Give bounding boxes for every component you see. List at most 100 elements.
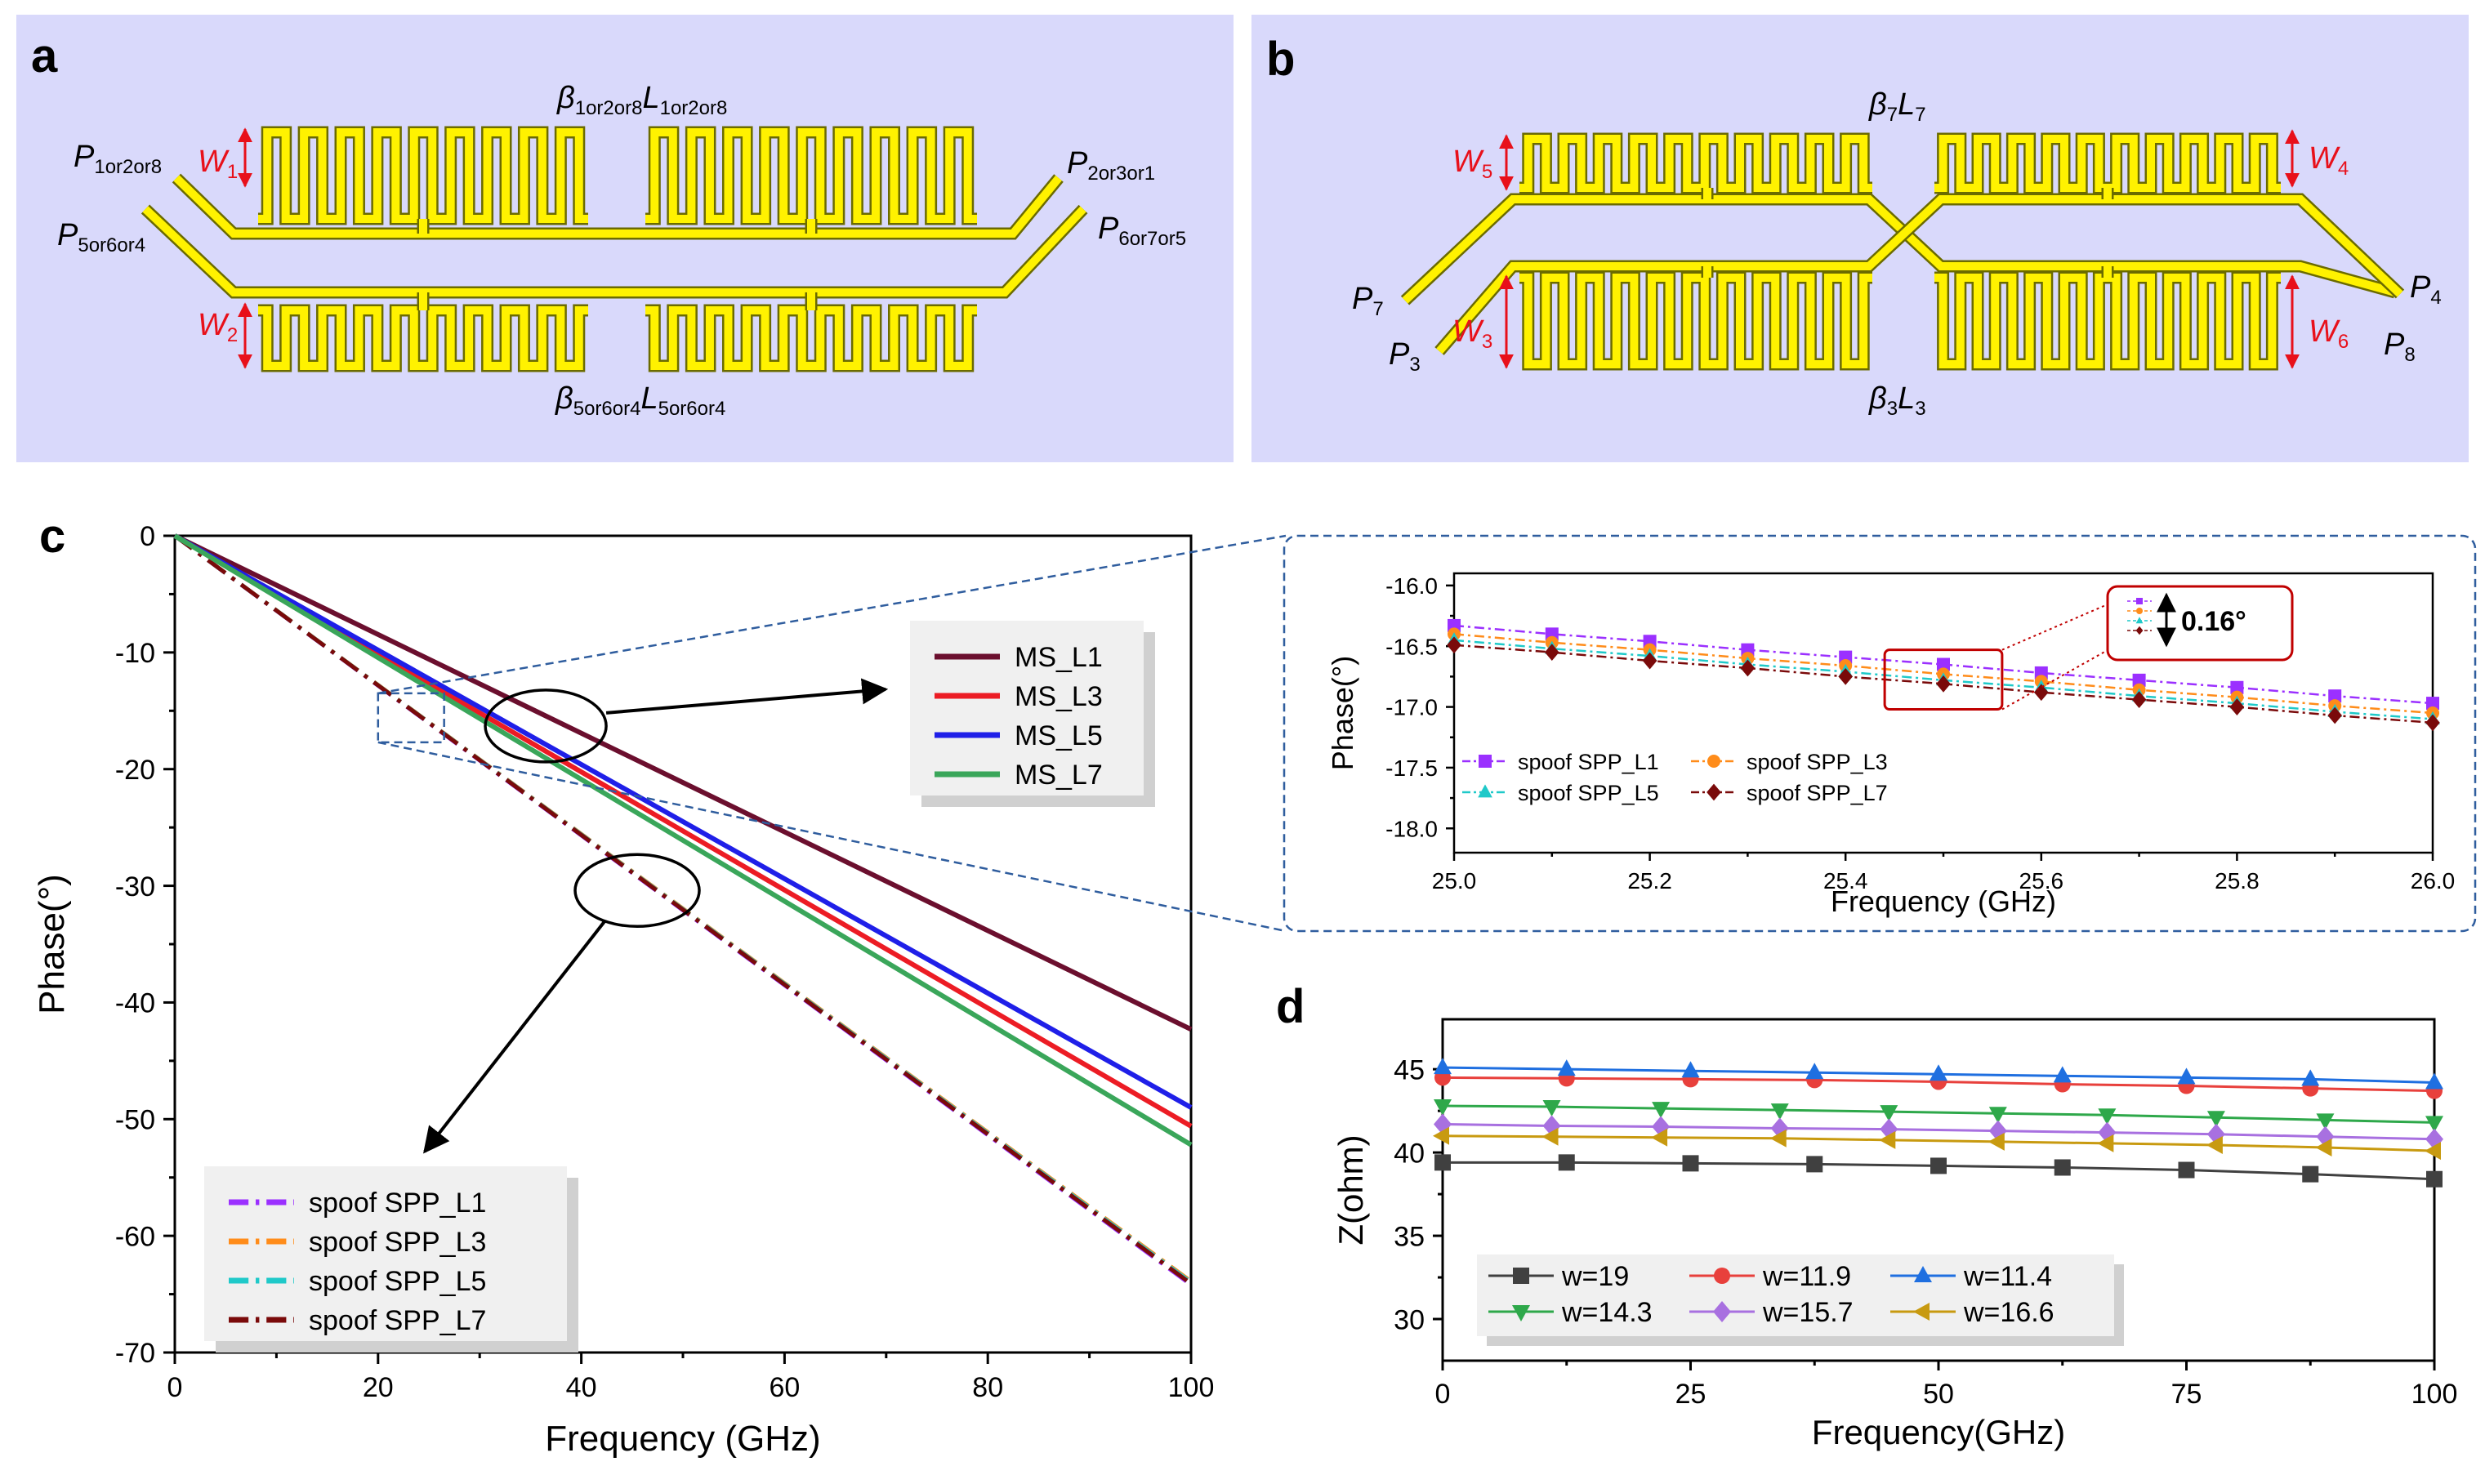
d-marker-w=11.4 xyxy=(1930,1064,1947,1081)
inset-marker-spoof-SPP_L7 xyxy=(2034,684,2049,702)
inset-marker-spoof-SPP_L1 xyxy=(1937,657,1950,671)
c-ytick-label: -20 xyxy=(115,755,155,786)
legend-box xyxy=(204,1166,567,1341)
c_inset-xtick-label: 25.0 xyxy=(1432,868,1477,894)
legend-box xyxy=(910,621,1144,795)
c-xtick-label: 40 xyxy=(566,1372,597,1403)
d-series-w=16.6 xyxy=(1442,1134,2435,1152)
c-ylabel: Phase(°) xyxy=(32,874,72,1014)
d-series-w=15.7 xyxy=(1442,1122,2435,1141)
c-xtick-label: 20 xyxy=(363,1372,394,1403)
c-xlabel: Frequency (GHz) xyxy=(545,1419,820,1459)
d-marker-w=11.4 xyxy=(2053,1066,2072,1083)
inset-legend-marker-spoof-SPP_L7 xyxy=(1706,783,1721,801)
panel-b-letter: b xyxy=(1266,33,1295,86)
d-marker-w=19 xyxy=(1806,1156,1823,1173)
d-marker-w=19 xyxy=(1930,1157,1947,1174)
c-ytick-label: -40 xyxy=(115,988,155,1019)
d-marker-w=19 xyxy=(1682,1155,1699,1172)
d-ylabel: Z(ohm) xyxy=(1332,1134,1370,1245)
d-legend-marker-w=11.4 xyxy=(1914,1266,1932,1282)
d-ytick-label: 45 xyxy=(1394,1054,1425,1085)
d-marker-w=16.6 xyxy=(1651,1128,1668,1147)
d-xtick-label: 50 xyxy=(1923,1379,1954,1410)
d-marker-w=11.4 xyxy=(2301,1069,2320,1086)
c_inset-ytick-label: -16.0 xyxy=(1385,573,1438,599)
panel-b-port-p8: P8 xyxy=(2384,328,2416,366)
d-marker-w=14.3 xyxy=(2316,1113,2335,1130)
d-marker-w=16.6 xyxy=(2425,1142,2441,1161)
panel-a-w2-label: W2 xyxy=(198,308,238,346)
series-MS_L1 xyxy=(173,533,1193,1032)
c-ytick-label: -60 xyxy=(115,1221,155,1252)
inset-legend-marker-spoof-SPP_L1 xyxy=(1479,755,1492,768)
panel-a-letter: a xyxy=(31,29,58,82)
d-marker-w=16.6 xyxy=(2097,1134,2114,1152)
d-marker-w=11.4 xyxy=(1805,1063,1824,1080)
callout-mini-marker xyxy=(2136,598,2143,604)
d-marker-w=16.6 xyxy=(1769,1129,1787,1148)
panel-a-bottom-line xyxy=(142,206,1086,296)
d-marker-w=11.4 xyxy=(1681,1061,1700,1078)
panel-b: b β7L7 β3L3 P7 P3 P4 P8 W5 W3 W4 W6 xyxy=(1251,15,2469,462)
ms-group-arrow xyxy=(605,678,889,715)
panel-a-port-top-right: P2or3or1 xyxy=(1067,146,1155,185)
panel-b-w3-label: W3 xyxy=(1452,314,1492,353)
callout-mini-marker xyxy=(2136,608,2143,614)
c-ytick-label: -30 xyxy=(115,871,155,902)
spp-group-ellipse xyxy=(573,853,701,929)
d-xtick-label: 0 xyxy=(1435,1379,1451,1410)
legend-label-spoof-SPP_L1: spoof SPP_L1 xyxy=(309,1188,486,1219)
series-MS_L7 xyxy=(173,533,1193,1148)
d-marker-w=11.4 xyxy=(1434,1058,1452,1075)
series-MS_L5 xyxy=(173,533,1193,1110)
d-ytick-label: 40 xyxy=(1394,1138,1425,1169)
panel-b-top-label: β7L7 xyxy=(1868,87,1926,126)
inset-marker-spoof-SPP_L7 xyxy=(1740,659,1756,677)
panel-a-layout xyxy=(141,126,1088,372)
c-ytick-label: 0 xyxy=(140,521,155,552)
panel-b-port-p7: P7 xyxy=(1352,282,1384,320)
panel-a: a β1or2or8L1or2or8 β5or6or4L5or6or4 P1or… xyxy=(16,15,1234,462)
c_inset-xtick-label: 26.0 xyxy=(2411,868,2456,894)
inset-marker-spoof-SPP_L7 xyxy=(1642,652,1657,670)
d-marker-w=16.6 xyxy=(2206,1135,2223,1154)
callout-annotation: 0.16° xyxy=(2181,606,2246,637)
legend-label-spoof-SPP_L3: spoof SPP_L3 xyxy=(309,1227,486,1258)
panel-a-bottom-label: β5or6or4L5or6or4 xyxy=(555,381,725,420)
inset-legend-marker-spoof-SPP_L5 xyxy=(1478,784,1492,798)
panel-a-port-top-left: P1or2or8 xyxy=(74,140,162,178)
d-marker-w=16.6 xyxy=(1433,1126,1449,1145)
panel-b-w4-label: W4 xyxy=(2309,141,2349,180)
panel-b-bottom-label: β3L3 xyxy=(1868,381,1926,420)
d-xtick-label: 100 xyxy=(2411,1379,2458,1410)
c-xtick-label: 0 xyxy=(167,1372,183,1403)
legend-label-MS_L7: MS_L7 xyxy=(1015,760,1103,791)
panel-a-w1-label: W1 xyxy=(198,145,238,183)
inset-marker-spoof-SPP_L7 xyxy=(2229,698,2245,715)
inset-marker-spoof-SPP_L7 xyxy=(1545,644,1559,662)
panel-a-port-bottom-left: P5or6or4 xyxy=(57,218,145,256)
inset-marker-spoof-SPP_L7 xyxy=(2327,706,2342,724)
inset-legend-marker-spoof-SPP_L3 xyxy=(1707,755,1720,768)
panel-b-port-p3: P3 xyxy=(1389,337,1421,376)
panel-d-letter: d xyxy=(1276,980,1305,1033)
zoom-region-box xyxy=(377,692,445,744)
d-legend-box xyxy=(1477,1254,2114,1336)
panel-a-meander-top-left xyxy=(258,128,588,223)
c_inset-ytick-label: -17.0 xyxy=(1385,695,1438,720)
inset-callout-box xyxy=(2106,585,2294,662)
panel-a-meander-top-right xyxy=(645,128,977,223)
series-MS_L3 xyxy=(173,533,1193,1129)
d-marker-w=11.4 xyxy=(2425,1072,2443,1090)
panel-a-top-label: β1or2or8L1or2or8 xyxy=(556,81,727,119)
d-legend-label-w=11.4: w=11.4 xyxy=(1963,1261,2052,1292)
d-marker-w=14.3 xyxy=(2425,1116,2443,1133)
d-legend-label-w=16.6: w=16.6 xyxy=(1963,1297,2054,1328)
callout-mini-marker xyxy=(2135,617,2144,624)
c_inset-ytick-label: -18.0 xyxy=(1385,816,1438,841)
panel-b-meander-bottom-left xyxy=(1519,274,1872,368)
c-xtick-label: 80 xyxy=(972,1372,1003,1403)
